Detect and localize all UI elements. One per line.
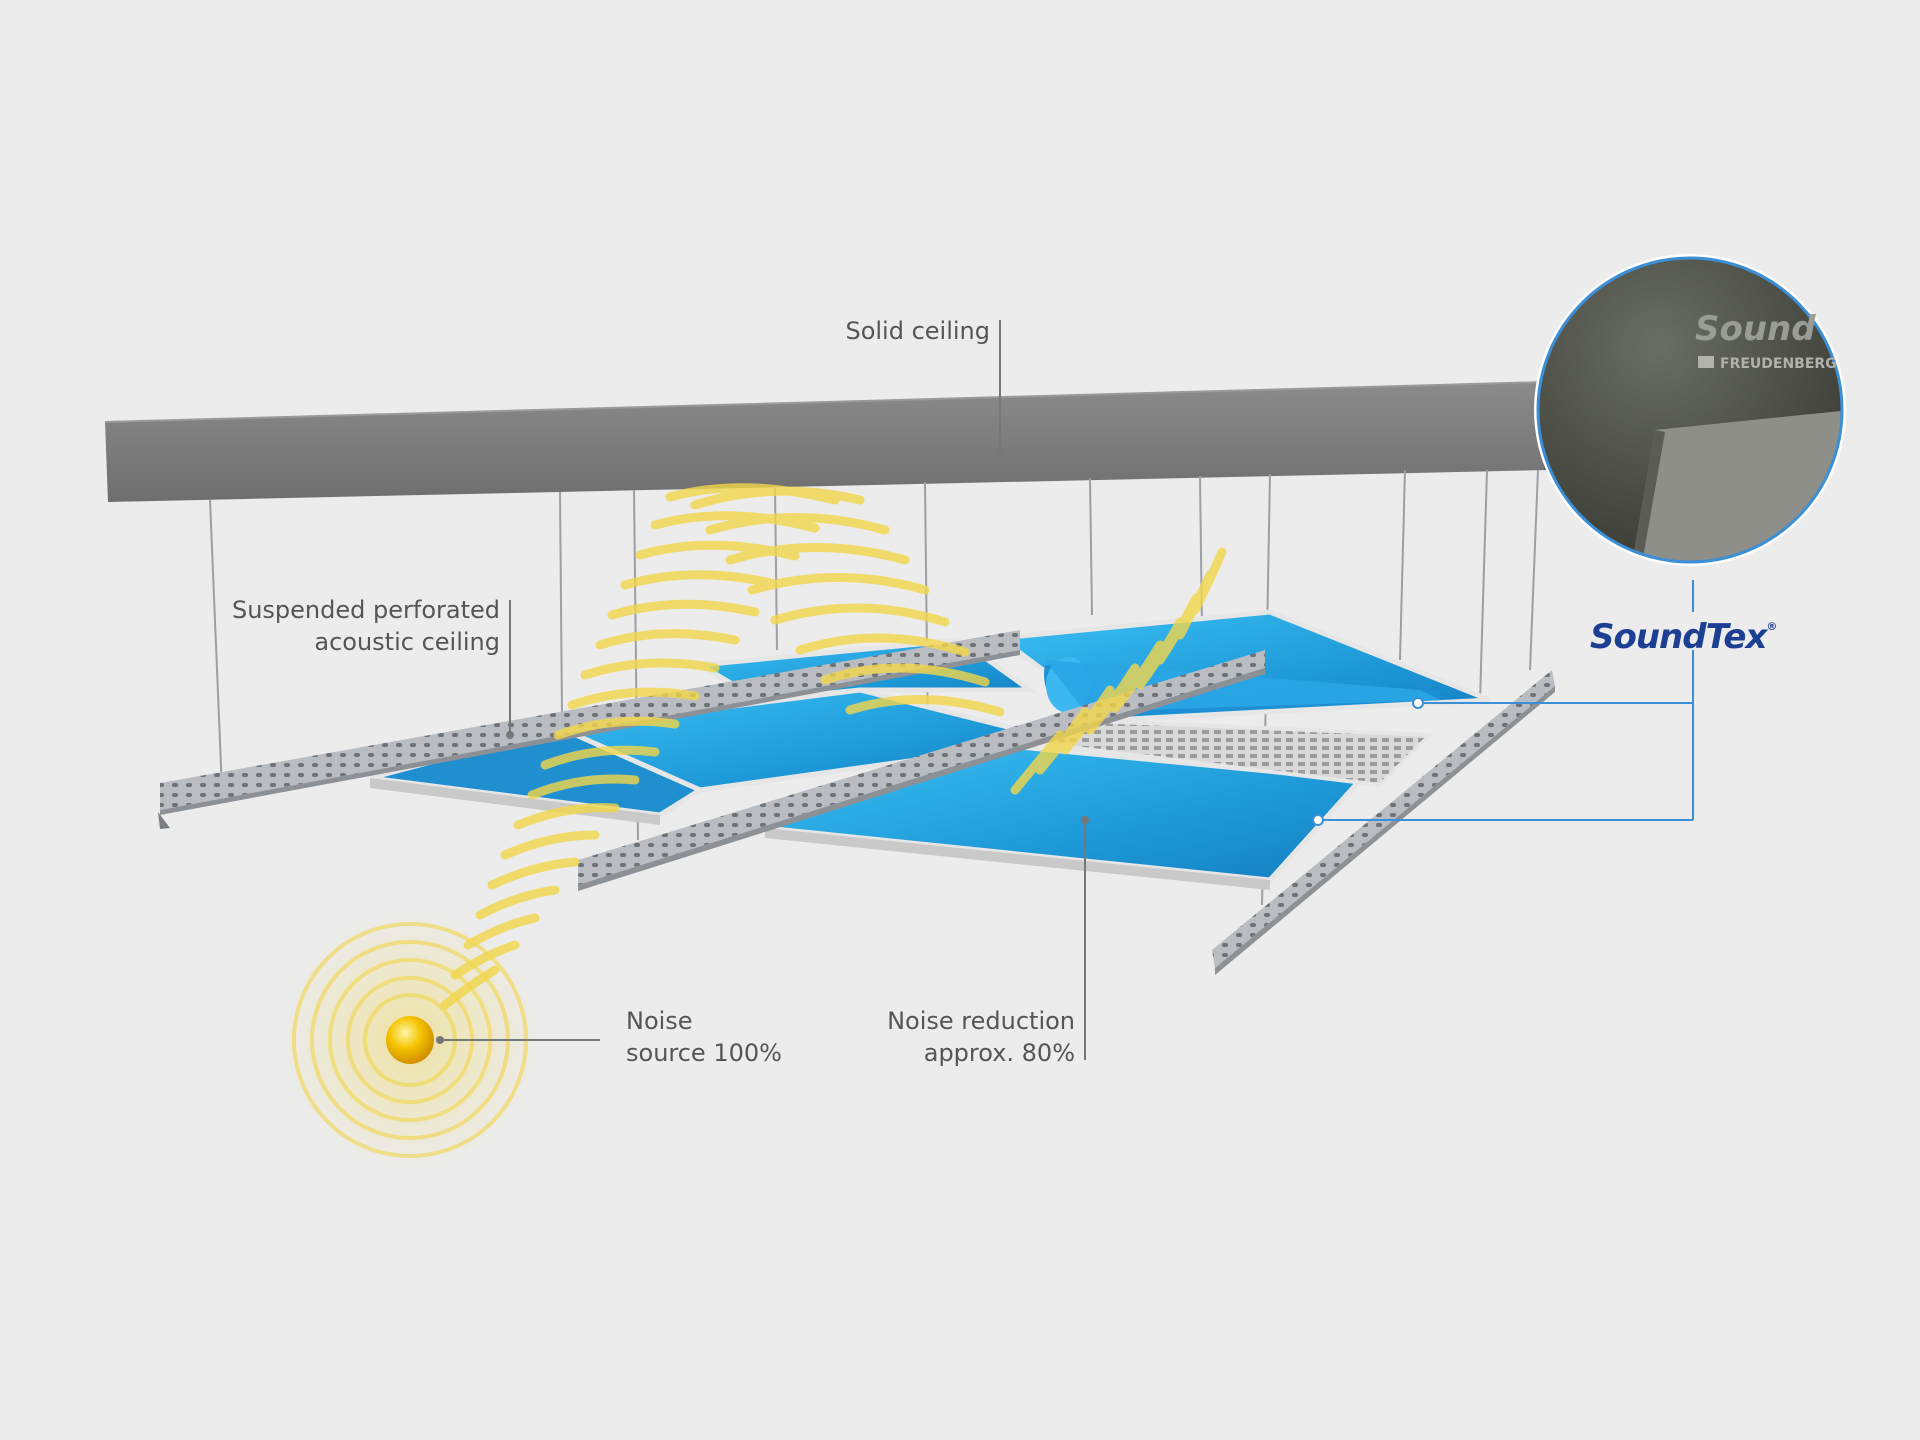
label-noise-reduction: Noise reduction approx. 80% <box>820 1005 1075 1069</box>
fleece-sample-zoom: Sound FREUDENBERG <box>1534 254 1846 566</box>
sample-print-freudenberg: FREUDENBERG <box>1720 356 1837 372</box>
suspended-ceiling-line1: Suspended perforated <box>231 596 500 624</box>
leader-dots <box>436 448 1089 1044</box>
solid-ceiling-slab <box>104 381 1548 502</box>
leader-lines <box>440 320 1086 1060</box>
suspended-ceiling-line2: acoustic ceiling <box>314 628 500 656</box>
label-suspended-ceiling: Suspended perforated acoustic ceiling <box>200 594 500 658</box>
label-solid-ceiling: Solid ceiling <box>790 315 990 347</box>
noise-reduction-line1: Noise reduction <box>887 1007 1075 1035</box>
label-noise-source: Noise source 100% <box>626 1005 782 1069</box>
sample-print-sound: Sound <box>1695 309 1816 349</box>
noise-source-line1: Noise <box>626 1007 693 1035</box>
freudenberg-logo-icon <box>1698 356 1714 368</box>
soundtex-logo: SoundTex® <box>1590 617 1777 657</box>
noise-source <box>280 910 540 1170</box>
noise-source-sphere <box>386 1016 434 1064</box>
soundtex-logo-text: SoundTex <box>1590 617 1767 657</box>
callout-dot-roll <box>1412 697 1424 709</box>
noise-reduction-line2: approx. 80% <box>923 1039 1075 1067</box>
registered-mark: ® <box>1766 620 1777 633</box>
noise-source-line2: source 100% <box>626 1039 782 1067</box>
soundtex-callout-lines <box>1318 580 1694 821</box>
solid-ceiling-text: Solid ceiling <box>845 317 990 345</box>
callout-dot-panel <box>1312 814 1324 826</box>
